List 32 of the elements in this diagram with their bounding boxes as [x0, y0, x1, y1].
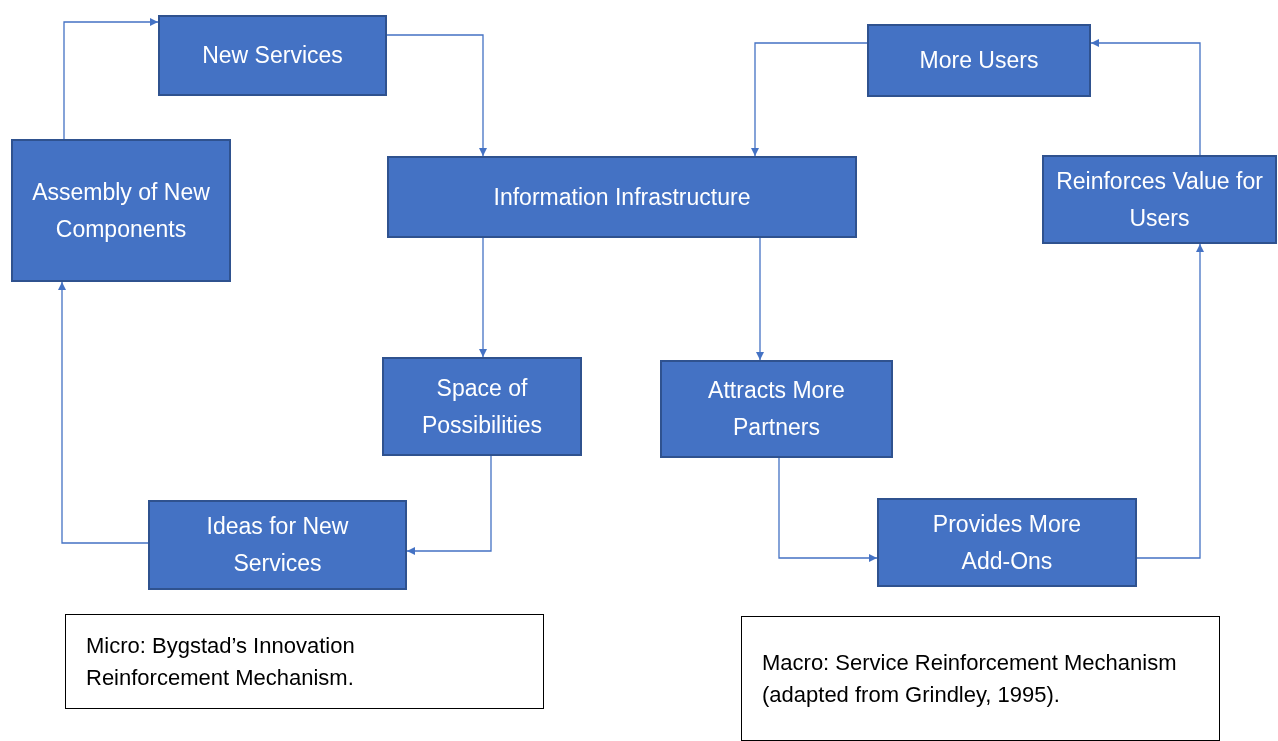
arrow — [751, 42, 868, 157]
box-label: More Users — [919, 46, 1039, 76]
box-label: Ideas for New Services — [205, 512, 350, 578]
box-label: Space of Possibilities — [420, 373, 544, 440]
process-box — [877, 498, 1137, 587]
box-label: Information Infrastructure — [493, 182, 751, 212]
process-box — [660, 360, 893, 458]
process-box — [1042, 155, 1277, 244]
process-box — [158, 15, 387, 96]
arrow — [778, 457, 878, 562]
arrow — [63, 18, 159, 140]
note-text: Macro: Service Reinforcement Mechanism (adapted from Grindley, 1995). — [762, 648, 1178, 709]
arrow — [386, 34, 487, 157]
process-box — [11, 139, 231, 282]
box-label: Attracts More Partners — [707, 376, 846, 442]
process-box — [382, 357, 582, 456]
process-box — [387, 156, 857, 238]
arrow — [479, 237, 487, 358]
note-box — [741, 616, 1220, 741]
arrow — [58, 281, 149, 544]
arrow — [1136, 243, 1204, 559]
box-label: Assembly of New Components — [31, 177, 211, 244]
box-label: New Services — [202, 41, 343, 71]
arrow — [406, 455, 492, 555]
note-box — [65, 614, 544, 709]
box-label: Provides More Add-Ons — [931, 509, 1083, 576]
note-text: Micro: Bygstad’s Innovation Reinforcement Mechanism. — [86, 631, 356, 692]
arrow — [756, 237, 764, 361]
process-box — [148, 500, 407, 590]
process-box — [867, 24, 1091, 97]
arrow — [1090, 39, 1201, 156]
box-label: Reinforces Value for Users — [1055, 166, 1264, 233]
